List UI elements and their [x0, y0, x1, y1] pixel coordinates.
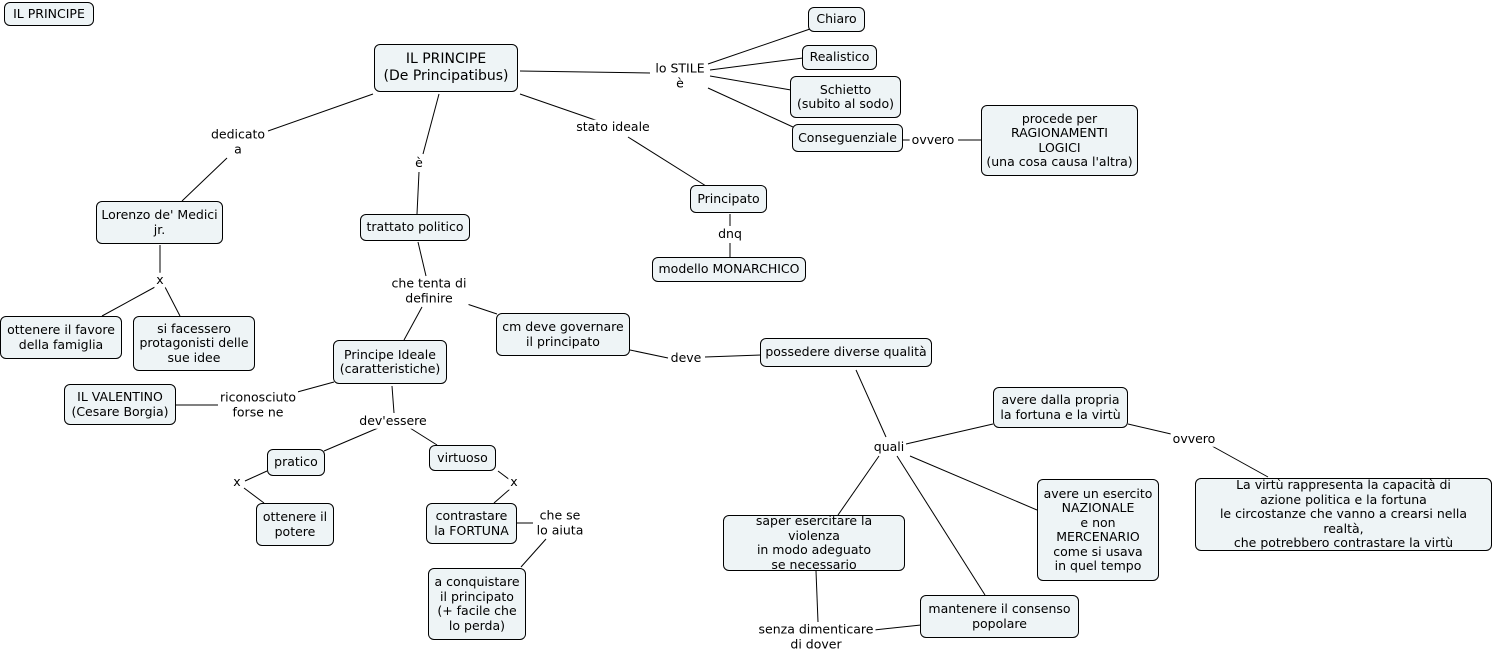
node-ragionamenti-logici[interactable]: procede per RAGIONAMENTI LOGICI (una cos…	[981, 105, 1138, 176]
label-dedicato: dedicato a	[208, 126, 268, 157]
node-realistico[interactable]: Realistico	[802, 45, 877, 70]
node-pratico[interactable]: pratico	[267, 449, 325, 476]
node-consenso-popolare[interactable]: mantenere il consenso popolare	[920, 595, 1079, 638]
label-ovvero-virtu: ovvero	[1170, 430, 1218, 447]
label-quali: quali	[871, 438, 907, 455]
node-schietto[interactable]: Schietto (subito al sodo)	[790, 76, 901, 118]
node-conquistare-principato[interactable]: a conquistare il principato (+ facile ch…	[428, 568, 526, 640]
node-virtu-definizione[interactable]: La virtù rappresenta la capacità di azio…	[1195, 478, 1492, 551]
label-x-pratico: x	[231, 473, 243, 490]
node-contrastare-fortuna[interactable]: contrastare la FORTUNA	[426, 503, 517, 544]
node-diverse-qualita[interactable]: possedere diverse qualità	[760, 338, 932, 367]
title-node[interactable]: IL PRINCIPE	[4, 2, 94, 26]
label-tenta-definire: che tenta di definire	[389, 275, 469, 306]
node-principato[interactable]: Principato	[690, 185, 767, 213]
node-il-valentino[interactable]: IL VALENTINO (Cesare Borgia)	[64, 384, 176, 425]
node-come-governare[interactable]: cm deve governare il principato	[496, 313, 630, 356]
label-che-se-lo-aiuta: che se lo aiuta	[534, 507, 586, 538]
node-favore-famiglia[interactable]: ottenere il favore della famiglia	[0, 316, 122, 359]
node-virtuoso[interactable]: virtuoso	[429, 445, 496, 471]
node-esercito-nazionale[interactable]: avere un esercito NAZIONALE e non MERCEN…	[1037, 479, 1159, 581]
node-protagonisti[interactable]: si facessero protagonisti delle sue idee	[133, 316, 255, 371]
node-lorenzo-de-medici[interactable]: Lorenzo de' Medici jr.	[96, 201, 223, 244]
node-principe-ideale[interactable]: Principe Ideale (caratteristiche)	[333, 340, 447, 384]
node-violenza[interactable]: saper esercitare la violenza in modo ade…	[723, 513, 905, 571]
root-node-il-principe[interactable]: IL PRINCIPE (De Principatibus)	[374, 44, 518, 92]
label-deve: deve	[668, 349, 704, 366]
label-e: è	[413, 154, 425, 171]
node-fortuna-virtu[interactable]: avere dalla propria la fortuna e la virt…	[993, 387, 1128, 428]
label-devessere: dev'essere	[357, 412, 429, 429]
node-conseguenziale[interactable]: Conseguenziale	[792, 124, 903, 152]
node-ottenere-potere[interactable]: ottenere il potere	[256, 503, 334, 546]
label-dnq: dnq	[716, 225, 744, 242]
node-modello-monarchico[interactable]: modello MONARCHICO	[652, 257, 806, 282]
label-riconosciuto: riconosciuto forse ne	[217, 389, 299, 420]
label-senza-dimenticare: senza dimenticare di dover	[756, 621, 876, 652]
label-stile: lo STILE è	[653, 60, 707, 91]
node-trattato-politico[interactable]: trattato politico	[360, 214, 470, 241]
node-chiaro[interactable]: Chiaro	[808, 7, 865, 32]
label-x-lorenzo: x	[154, 271, 166, 288]
label-x-virtuoso: x	[508, 473, 520, 490]
label-ovvero: ovvero	[909, 131, 957, 148]
label-stato-ideale: stato ideale	[574, 118, 652, 135]
